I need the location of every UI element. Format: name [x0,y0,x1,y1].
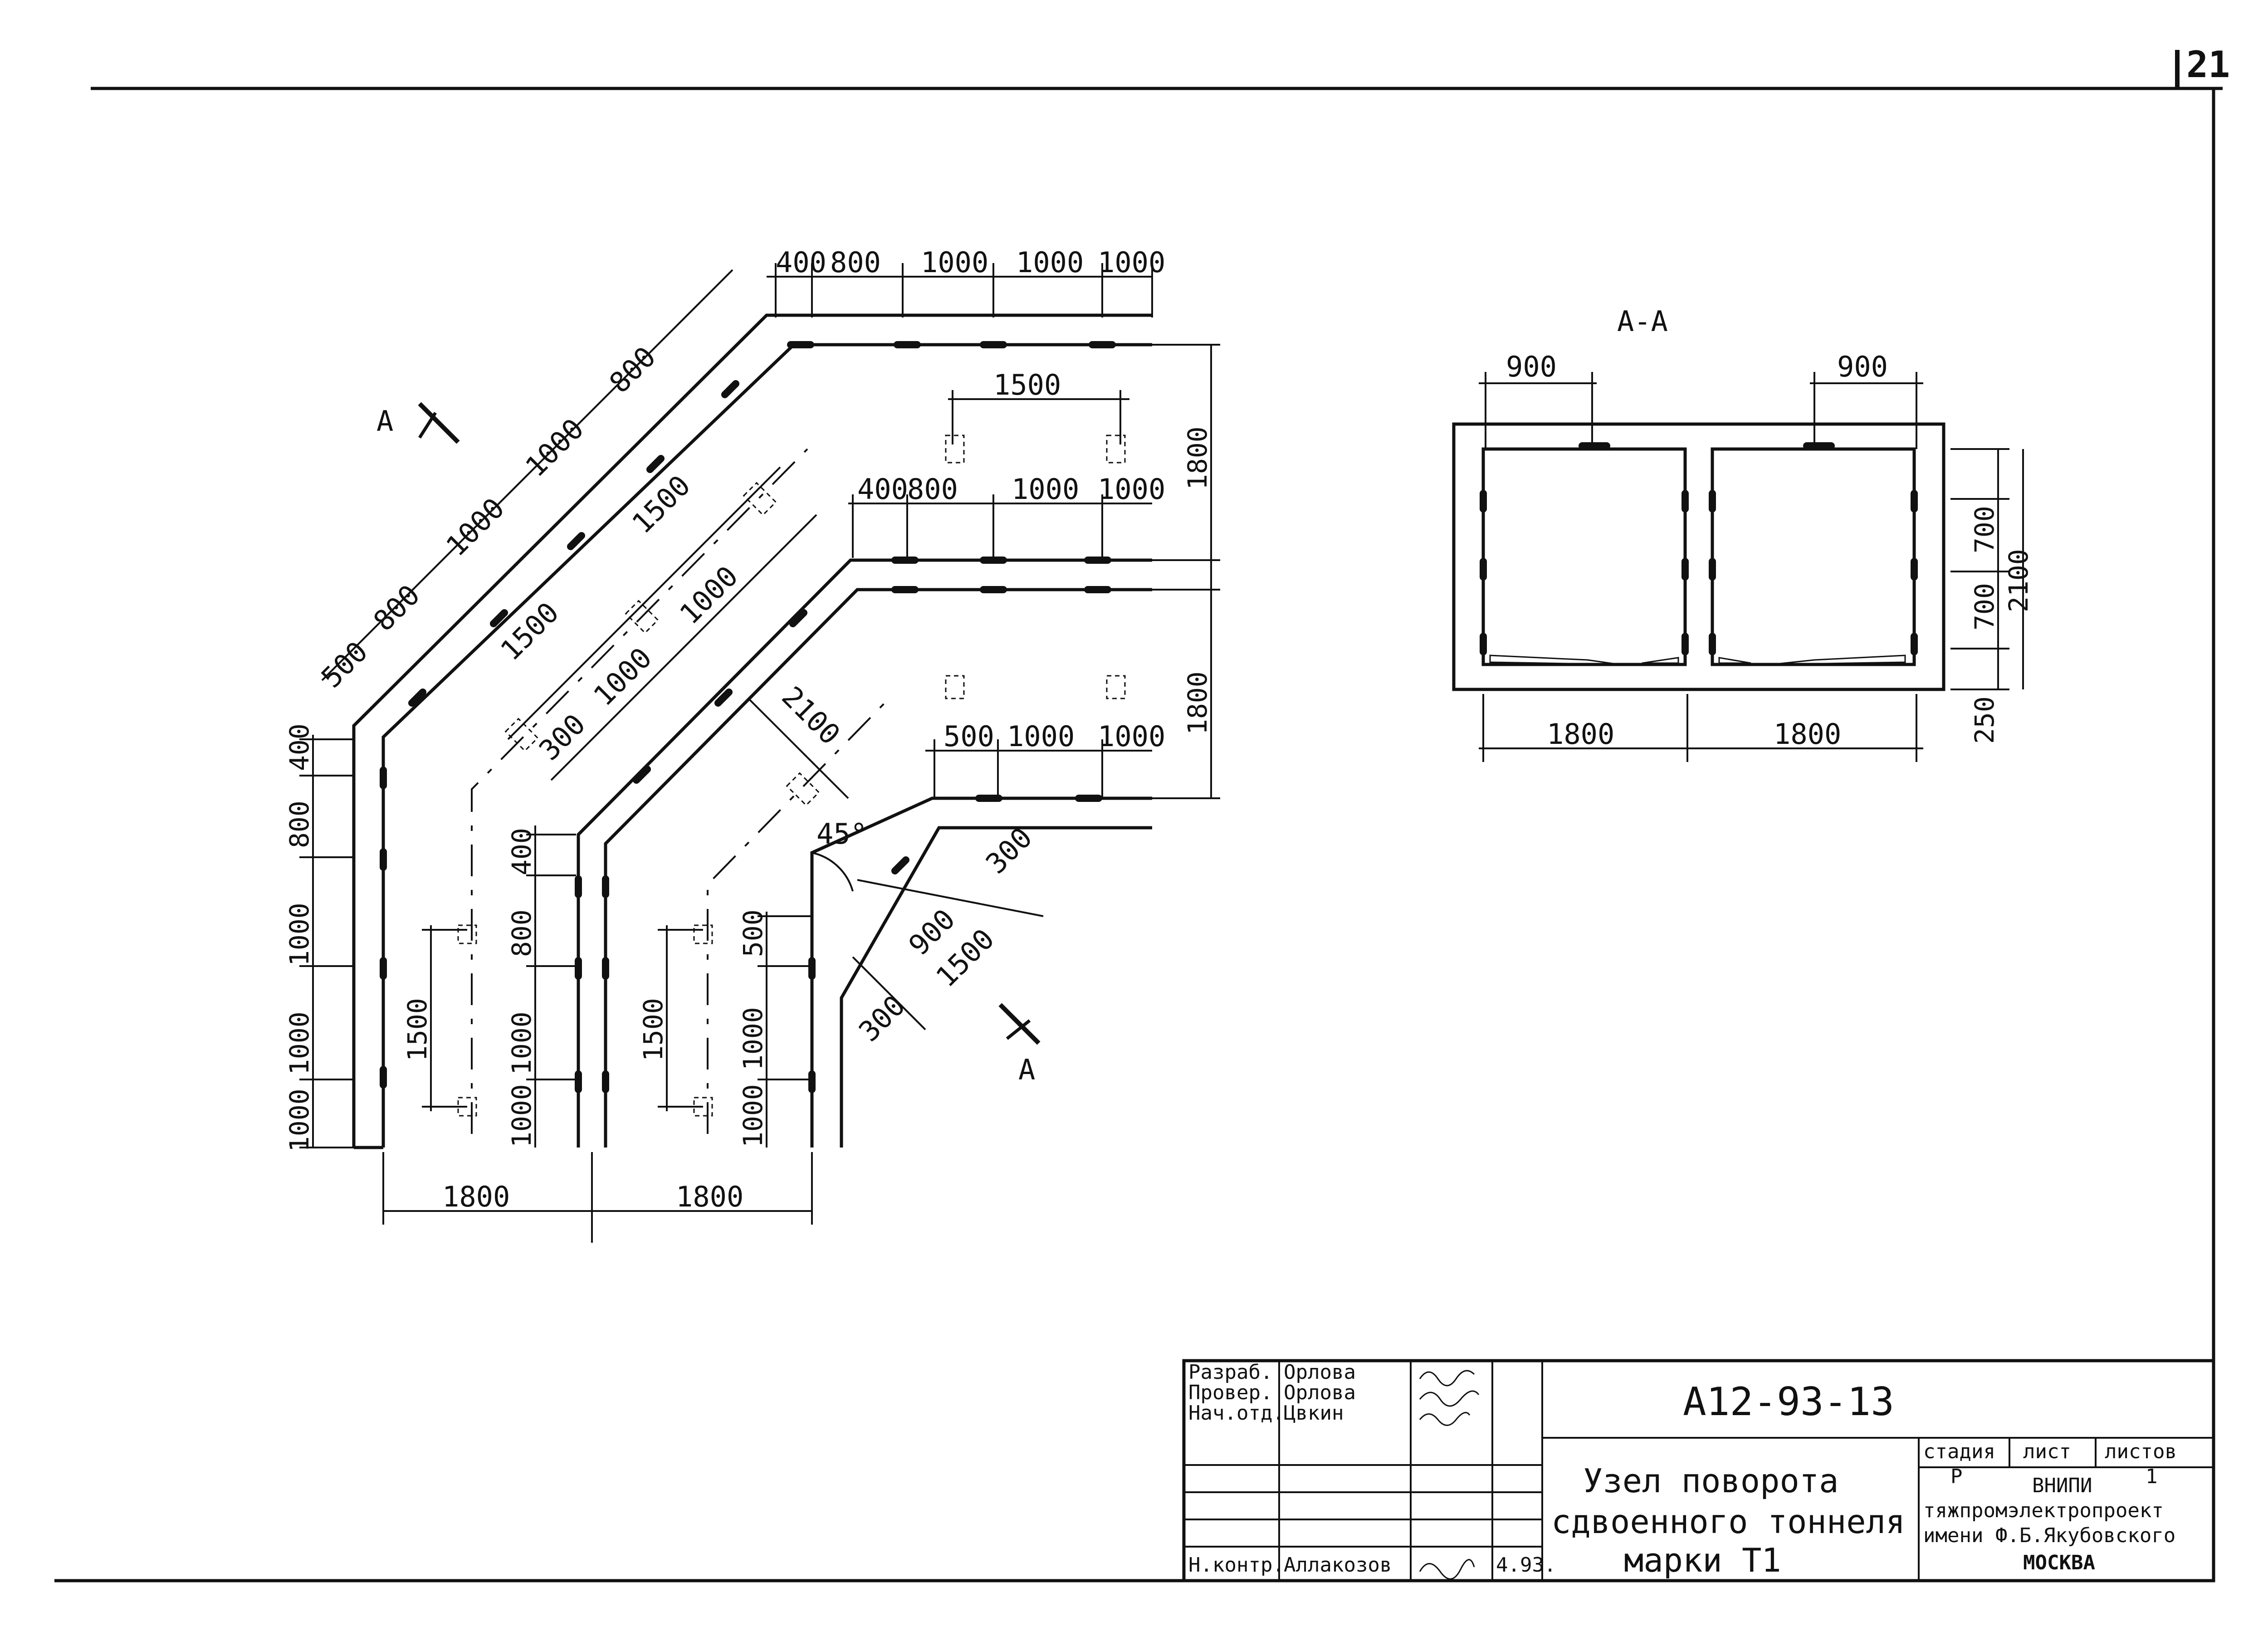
dim-left-0: 400 [284,723,315,771]
sec-dim-right-2100: 2100 [2003,549,2034,612]
dim-right-1800-b: 1800 [1182,671,1213,735]
title-block: Разраб. Орлова Провер. Орлова Нач.отд. Ц… [1182,1359,2215,1582]
dim-top-0: 400 [776,246,826,279]
tb-name-3: Аллакозов [1284,1553,1392,1577]
dim-inner-2: 1000 [738,1084,768,1148]
dim-mid-0: 400 [857,473,908,506]
tb-role-0: Разраб. [1188,1361,1272,1384]
dim-inner-1: 1000 [738,1007,768,1070]
dim-midcol-3: 1000 [506,1084,537,1148]
dim-end-0: 300 [979,821,1039,880]
dim-mid-1500: 1500 [638,998,669,1061]
sec-dim-right-700-a: 700 [1969,506,2000,553]
sheets-header: листов [2105,1440,2177,1463]
outer-wall [352,313,1152,1149]
dim-mid-2: 1000 [1012,473,1079,506]
org-line-3: МОСКВА [2023,1551,2095,1574]
section-cut-bottom: А [998,1003,1041,1086]
plan-view: 400 800 1000 1000 1000 1500 400 800 1000… [284,246,1220,1243]
dim-diag-2100: 2100 [775,680,846,751]
dim-lower-1: 1000 [1007,720,1075,753]
dim-left-2: 1000 [284,903,315,966]
dim-diag-inner-1: 1000 [587,641,658,712]
dim-diag-inner-0: 300 [533,708,592,767]
sec-dim-right-250: 250 [1969,696,2000,744]
title-line-0: Узел поворота [1583,1462,1839,1500]
title-line-2: марки Т1 [1624,1541,1781,1579]
dim-diag-inner-2: 1000 [673,559,744,630]
wall-anchors [380,341,1116,1093]
plan-dimension-texts: 400 800 1000 1000 1000 1500 400 800 1000… [284,246,1213,1213]
sec-dim-bottom-right: 1800 [1774,718,1841,751]
dim-span-1500: 1500 [993,368,1061,401]
dim-right-1800-a: 1800 [1182,426,1213,490]
stage-value: Р [1950,1465,1963,1488]
sheet-frame [54,50,2223,1582]
tb-role-2: Нач.отд. [1188,1402,1285,1425]
angle-arc [811,852,854,892]
dim-top-3: 1000 [1016,246,1084,279]
tb-name-0: Орлова [1284,1361,1356,1384]
dim-diag-mid-1: 1500 [626,469,697,540]
dim-midcol-1: 800 [506,909,537,957]
signatures [1419,1370,1480,1580]
dim-lower-0: 500 [943,720,994,753]
stage-header: стадия [1923,1440,1995,1463]
dim-diag-outer-0: 500 [315,635,374,694]
dim-bottom-1800-a: 1800 [442,1180,510,1213]
dim-left-1500: 1500 [402,998,433,1061]
dim-bottom-1800-b: 1800 [676,1180,743,1213]
doc-code: А12-93-13 [1683,1379,1894,1425]
sheet-number: 21 [2186,44,2230,86]
dim-midcol-0: 400 [506,828,537,875]
dim-left-1: 800 [284,801,315,848]
dim-mid-1: 800 [907,473,958,506]
opening-marks [457,435,1126,1117]
dim-diag-mid-0: 1500 [494,596,565,667]
tb-role-3: Н.контр. [1188,1553,1285,1577]
dim-left-4: 1000 [284,1089,315,1152]
dim-left-3: 1000 [284,1011,315,1075]
section-mark-bottom: А [1018,1053,1035,1086]
dim-mid-3: 1000 [1098,473,1165,506]
tb-name-2: Цвкин [1284,1402,1344,1425]
sec-dim-top-right: 900 [1837,350,1888,383]
org-line-1: тяжпромэлектропроект [1923,1499,2164,1522]
tb-role-1: Провер. [1188,1381,1272,1404]
dim-top-1: 800 [830,246,881,279]
inner-wall [810,796,1152,1148]
sheets-value: 1 [2146,1465,2158,1488]
sec-dim-bottom-left: 1800 [1547,718,1614,751]
dim-end-3: 300 [852,989,912,1048]
section-title: А-А [1617,305,1668,338]
plan-dimension-lines [299,263,1220,1243]
org-line-2: имени Ф.Б.Якубовского [1923,1524,2175,1547]
tb-name-1: Орлова [1284,1381,1356,1404]
org-line-0: ВНИПИ [2032,1474,2092,1497]
dim-lower-2: 1000 [1098,720,1165,753]
section-view: А-А [1452,305,2034,762]
dim-diag-outer-1: 800 [367,578,426,638]
angle-label: 45° [816,817,867,850]
dim-inner-0: 500 [738,909,768,957]
section-mark-top: А [376,405,393,438]
axis-lines [471,448,890,1134]
sheet-header: лист [2023,1440,2071,1463]
sec-dim-right-700-b: 700 [1969,583,2000,630]
section-cut-top: А [376,402,460,444]
dim-midcol-2: 1000 [506,1011,537,1075]
dim-top-4: 1000 [1098,246,1165,279]
tb-date-3: 4.93. [1496,1553,1556,1577]
sec-dim-top-left: 900 [1506,350,1557,383]
title-line-1: сдвоенного тоннеля [1551,1503,1905,1541]
dim-top-2: 1000 [921,246,988,279]
